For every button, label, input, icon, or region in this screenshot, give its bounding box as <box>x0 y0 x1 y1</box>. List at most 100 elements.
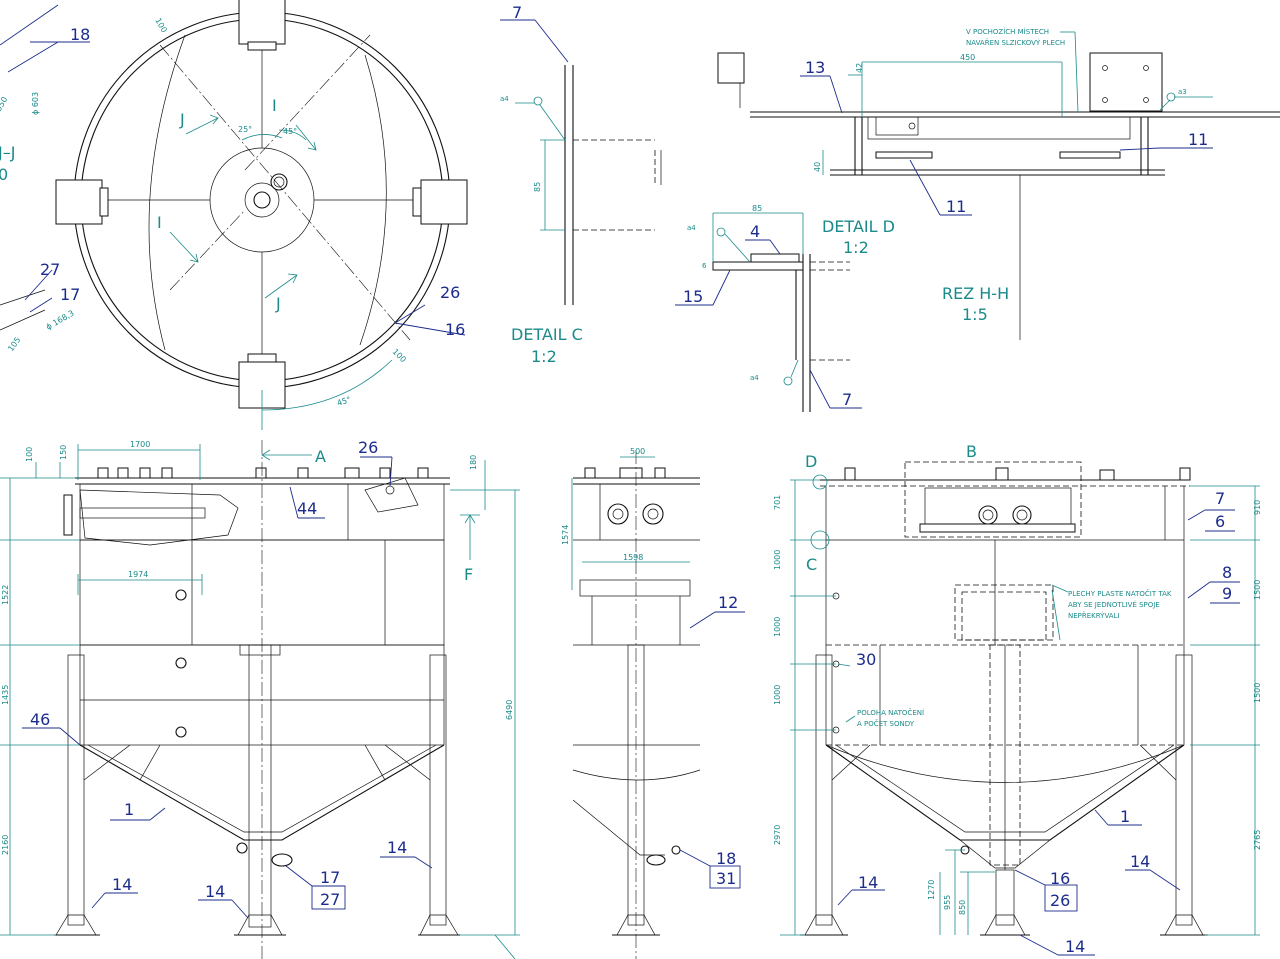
note-probe-line-1: POLOHA NATOČENÍ <box>857 708 924 717</box>
callout-26-circle: 26 <box>440 283 460 302</box>
front-view <box>0 440 520 959</box>
callout-26-front: 26 <box>358 438 378 457</box>
callout-44: 44 <box>297 499 317 518</box>
callout-7-rear: 7 <box>1215 489 1225 508</box>
dim-45deg-a: 45° <box>283 127 297 136</box>
callout-11-b: 11 <box>946 197 966 216</box>
note-sight-line-1: V POCHOZÍCH MÍSTECH <box>966 27 1049 36</box>
callout-6-rear: 6 <box>1215 512 1225 531</box>
callout-27-top: 27 <box>40 260 60 279</box>
callout-18-side: 18 <box>716 849 736 868</box>
detail-b-marker: B <box>966 442 977 461</box>
note-plates-line-3: NEPŘEKRÝVALI <box>1068 611 1120 620</box>
callout-18-top: 18 <box>70 25 90 44</box>
callout-46: 46 <box>30 710 50 729</box>
dim-350: 350 <box>0 95 9 113</box>
callout-17-front: 17 <box>320 868 340 887</box>
plan-view <box>0 0 468 430</box>
callout-16-rear: 16 <box>1050 869 1070 888</box>
detail-d-dim-85: 85 <box>752 204 762 213</box>
callout-31-side: 31 <box>716 869 736 888</box>
section-jj-label: J–J <box>0 143 15 162</box>
dim-1500-b: 1500 <box>1253 683 1262 703</box>
dim-1598: 1598 <box>623 553 643 562</box>
callout-26-rear: 26 <box>1050 891 1070 910</box>
callout-12: 12 <box>718 593 738 612</box>
callout-4: 4 <box>750 222 760 241</box>
dim-1000-c: 1000 <box>773 685 782 705</box>
weld-a3: a3 <box>1178 88 1187 96</box>
callout-14-rear-c: 14 <box>1065 937 1085 956</box>
callout-17-top: 17 <box>60 285 80 304</box>
detail-c-scale: 1:2 <box>531 347 557 366</box>
dim-500: 500 <box>630 447 645 456</box>
dim-1522: 1522 <box>1 585 10 605</box>
dim-1683: ϕ 168,3 <box>45 309 76 332</box>
section-hh-title: REZ H-H <box>942 284 1009 303</box>
note-plates-line-1: PLECHY PLASTE NATOČIT TAK <box>1068 589 1172 598</box>
dim-1270: 1270 <box>927 880 936 900</box>
callout-7-detail: 7 <box>842 390 852 409</box>
dim-1974: 1974 <box>128 570 148 579</box>
callout-16-circle: 16 <box>445 320 465 339</box>
dim-1000-a: 1000 <box>773 550 782 570</box>
callout-1-rear: 1 <box>1120 807 1130 826</box>
dim-6490: 6490 <box>505 700 514 720</box>
dim-450: 450 <box>960 53 975 62</box>
section-i-label-1: I <box>272 96 277 115</box>
callout-1-front: 1 <box>124 800 134 819</box>
note-probe-line-2: A POČET SONDY <box>857 719 915 728</box>
dim-100-circle: 100 <box>153 17 168 35</box>
dim-1500-a: 1500 <box>1253 580 1262 600</box>
dim-150-front: 150 <box>59 445 68 460</box>
dim-910: 910 <box>1253 500 1262 515</box>
dim-40: 40 <box>813 162 822 172</box>
dim-105: 105 <box>6 335 22 353</box>
detail-c-dim-85: 85 <box>533 182 542 192</box>
callout-14-front-c: 14 <box>387 838 407 857</box>
callout-14-rear-b: 14 <box>858 873 878 892</box>
callout-30: 30 <box>856 650 876 669</box>
callout-14-front-a: 14 <box>112 875 132 894</box>
section-hh-scale: 1:5 <box>962 305 988 324</box>
dim-2970: 2970 <box>773 825 782 845</box>
detail-d-dim-6: 6 <box>702 262 707 270</box>
dim-2160: 2160 <box>1 835 10 855</box>
callout-15: 15 <box>683 287 703 306</box>
dim-1574: 1574 <box>561 525 570 545</box>
callout-27-front: 27 <box>320 890 340 909</box>
section-j-label-1: J <box>179 110 185 129</box>
callout-14-rear-a: 14 <box>1130 852 1150 871</box>
section-hh <box>717 31 1280 340</box>
detail-d <box>675 212 862 412</box>
callout-8-rear: 8 <box>1222 563 1232 582</box>
dim-1000-b: 1000 <box>773 617 782 637</box>
section-jj-scale: 0 <box>0 165 8 184</box>
detail-d-weld-a4-top: a4 <box>687 224 696 232</box>
note-sight-line-2: NAVAŘEN SLZICKOVÝ PLECH <box>966 38 1065 47</box>
detail-c-weld-a4: a4 <box>500 95 509 103</box>
dim-25deg: 25° <box>238 125 252 134</box>
side-view <box>571 450 745 959</box>
detail-c-marker: C <box>806 555 817 574</box>
dim-100-front: 100 <box>25 447 34 462</box>
note-plates-line-2: ABY SE JEDNOTLIVÉ SPOJE <box>1068 600 1160 609</box>
section-i-label-2: I <box>157 213 162 232</box>
dim-100-b: 100 <box>391 347 408 364</box>
section-a-label: A <box>315 447 326 466</box>
dim-701: 701 <box>773 495 782 510</box>
dim-1700: 1700 <box>130 440 150 449</box>
section-j-label-2: J <box>275 294 281 313</box>
callout-9-rear: 9 <box>1222 584 1232 603</box>
dim-2765: 2765 <box>1253 830 1262 850</box>
detail-d-weld-a4-bot: a4 <box>750 374 759 382</box>
view-f-label: F <box>464 565 473 584</box>
detail-d-marker: D <box>805 452 817 471</box>
rear-view <box>780 461 1260 956</box>
callout-13: 13 <box>805 58 825 77</box>
dim-1435: 1435 <box>1 685 10 705</box>
dim-955: 955 <box>943 895 952 910</box>
dim-850: 850 <box>958 900 967 915</box>
callout-7-top: 7 <box>512 3 522 22</box>
